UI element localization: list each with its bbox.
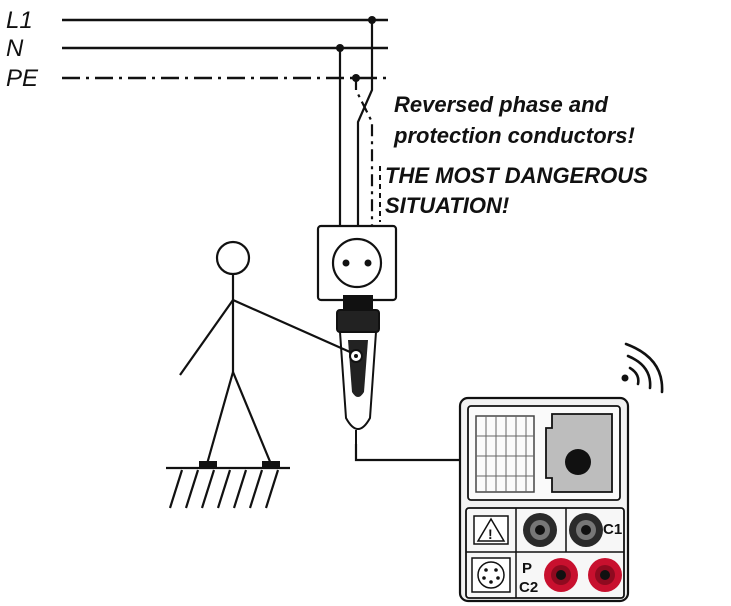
socket-face	[331, 237, 383, 289]
red-terminal-c2[interactable]	[588, 558, 622, 592]
person-figure	[179, 240, 351, 465]
plug-pins	[343, 295, 373, 311]
right-foot	[262, 461, 280, 468]
person-right-arm	[232, 298, 351, 354]
warning-line-3: THE MOST DANGEROUS	[385, 163, 648, 188]
drop-wires	[338, 20, 374, 226]
test-plug	[336, 295, 380, 444]
warning-line-4: SITUATION!	[385, 193, 509, 218]
c2-terminal-label: C2	[519, 579, 538, 596]
supply-lines	[62, 18, 388, 80]
black-terminal-1[interactable]	[523, 513, 557, 547]
wireless-signal-icon	[621, 342, 664, 394]
person-head	[215, 240, 251, 276]
n-label: N	[6, 35, 24, 62]
red-terminal-p[interactable]	[544, 558, 578, 592]
socket-hole-right	[364, 259, 372, 267]
exclamation-glyph: !	[488, 526, 493, 542]
plug-collar	[336, 309, 380, 333]
left-foot	[199, 461, 217, 468]
connector-socket[interactable]	[565, 449, 591, 475]
pe-drop	[354, 78, 374, 226]
person-left-arm	[179, 299, 234, 376]
data-port-icon[interactable]	[477, 561, 505, 589]
ground-symbol	[166, 466, 290, 509]
pe-label: PE	[6, 65, 39, 92]
keypad-grid	[475, 415, 535, 493]
black-terminal-c1[interactable]	[569, 513, 603, 547]
socket-hole-left	[342, 259, 350, 267]
touch-electrode-dot	[354, 354, 358, 358]
l1-label: L1	[6, 7, 33, 34]
warning-line-2: protection conductors!	[393, 123, 635, 148]
socket-outlet	[316, 224, 398, 302]
test-instrument: ! C1 P	[458, 396, 630, 603]
p-terminal-label: P	[522, 560, 532, 577]
person-left-leg	[205, 371, 235, 465]
person-right-leg	[231, 371, 273, 465]
warning-line-1: Reversed phase and	[394, 92, 609, 117]
c1-terminal-label: C1	[603, 521, 622, 538]
warning-triangle-icon	[476, 517, 506, 542]
l1-drop	[356, 20, 374, 226]
